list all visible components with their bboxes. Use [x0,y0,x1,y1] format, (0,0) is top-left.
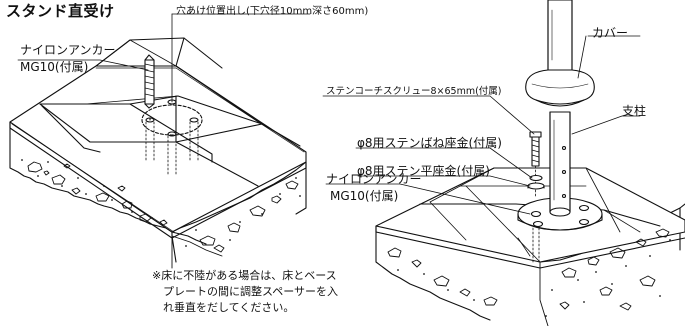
page-title: スタンド直受け [6,2,115,20]
right-anchor [532,227,540,263]
coach-screw [529,131,542,197]
left-tiles [9,37,307,239]
right-aggregate [387,228,670,311]
post-leader [571,115,641,135]
flat-washer-leader [357,175,531,187]
drill-position-label: 穴あけ位置出し(下穴径10mm深さ60mm) [176,6,369,17]
spring-washer-leader [355,147,533,179]
note-line3: れ垂直をだしてください。 [152,301,295,314]
spring-washer-label: φ8用ステンばね座金(付属) [357,136,502,150]
right-dots [397,239,671,317]
right-anchor-label-line1: ナイロンアンカー [326,172,422,186]
left-drill-holes [141,13,203,177]
coach-screw-label: ステンコーチスクリュー8×65mm(付属) [326,86,502,97]
left-aggregate [27,161,299,253]
left-anchor [144,54,155,109]
washers [527,174,545,190]
left-anchor-label-line1: ナイロンアンカー [20,43,116,57]
left-anchor-label-line2: MG10(付属) [20,60,89,74]
left-anchor-leader [17,59,149,71]
screw-leader [322,95,535,135]
cover-label: カバー [592,26,629,40]
cover [525,69,595,107]
post-label: 支柱 [622,104,647,118]
right-anchor-leader [325,183,531,215]
note-line2: プレートの間に調整スペーサーを入 [152,285,339,298]
left-dots [21,159,301,247]
right-anchor-label-line2: MG10(付属) [330,189,399,203]
flat-washer-label: φ8用ステン平座金(付属) [357,164,490,178]
post [547,0,573,217]
note-line1: ※床に不陸がある場合は、床とベース [152,269,337,282]
